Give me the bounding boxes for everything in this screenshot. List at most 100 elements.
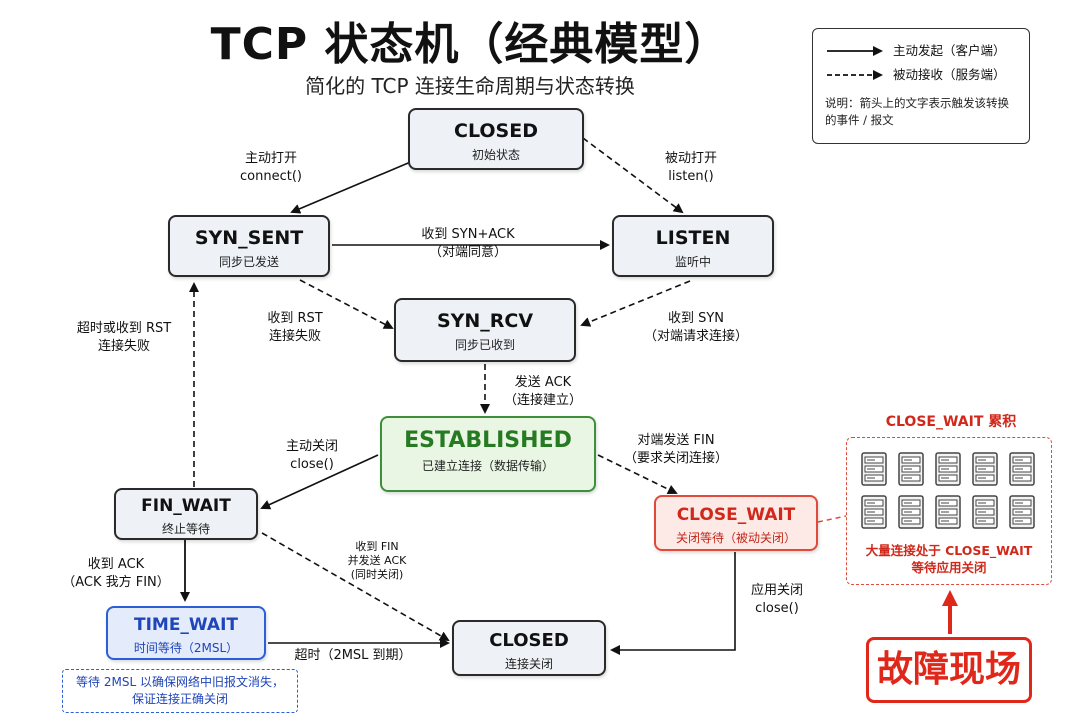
label-active-close: 主动关闭 close() — [272, 438, 352, 474]
server-icon — [1009, 495, 1035, 529]
server-icon — [972, 495, 998, 529]
legend-active-label: 主动发起（客户端） — [893, 43, 1006, 58]
label-recv-ack: 收到 ACK （ACK 我方 FIN） — [56, 556, 176, 592]
server-icon — [898, 452, 924, 486]
label-line: 被动打开 — [664, 151, 717, 166]
fault-scene-label: 故障现场 — [866, 637, 1032, 703]
state-name: FIN_WAIT — [141, 496, 231, 516]
label-line: 收到 FIN — [355, 540, 399, 553]
label-line: close() — [755, 601, 799, 616]
state-name: CLOSE_WAIT — [676, 505, 796, 525]
legend-passive: 被动接收（服务端） — [825, 63, 1017, 87]
state-listen: LISTEN 监听中 — [612, 215, 774, 277]
label-line: listen() — [668, 169, 714, 184]
state-closed-bottom: CLOSED 连接关闭 — [452, 620, 606, 676]
label-line: (同时关闭) — [350, 568, 404, 581]
state-time-wait: TIME_WAIT 时间等待（2MSL） — [106, 606, 266, 660]
arrow-peer-fin — [597, 454, 678, 494]
state-desc: 已建立连接（数据传输） — [421, 459, 554, 473]
label-active-open: 主动打开 connect() — [226, 150, 316, 186]
label-line: （对端请求连接） — [643, 329, 748, 344]
label-line: 连接失败 — [268, 329, 321, 344]
state-syn-sent: SYN_SENT 同步已发送 — [168, 215, 330, 277]
arrow-app-close — [610, 552, 736, 655]
solid-arrow-icon — [827, 46, 883, 56]
state-established: ESTABLISHED 已建立连接（数据传输） — [380, 416, 596, 492]
label-line: （ACK 我方 FIN） — [62, 575, 170, 590]
label-recv-rst: 收到 RST 连接失败 — [250, 310, 340, 346]
label-app-close: 应用关闭 close() — [742, 582, 812, 618]
label-line: 超时（2MSL 到期） — [294, 648, 412, 663]
accumulation-caption: 大量连接处于 CLOSE_WAIT 等待应用关闭 — [847, 542, 1051, 576]
legend-passive-label: 被动接收（服务端） — [893, 67, 1006, 82]
label-timeout-2msl: 超时（2MSL 到期） — [288, 647, 418, 665]
state-name: ESTABLISHED — [404, 428, 572, 453]
server-icon — [972, 452, 998, 486]
state-close-wait: CLOSE_WAIT 关闭等待（被动关闭） — [654, 495, 818, 551]
label-line: 对端发送 FIN — [637, 433, 715, 448]
server-icon — [935, 452, 961, 486]
note-line: 等待 2MSL 以确保网络中旧报文消失， — [76, 675, 284, 689]
state-desc: 初始状态 — [471, 148, 520, 162]
label-line: 主动关闭 — [285, 439, 338, 454]
arrow-passive-open — [582, 137, 684, 214]
label-line: （对端同意） — [428, 245, 507, 260]
server-icon — [861, 495, 887, 529]
state-name: TIME_WAIT — [133, 615, 239, 635]
label-recv-fin: 收到 FIN 并发送 ACK (同时关闭) — [332, 540, 422, 582]
label-recv-synack: 收到 SYN+ACK （对端同意） — [408, 226, 528, 262]
state-name: SYN_RCV — [436, 310, 534, 332]
label-line: 并发送 ACK — [347, 554, 407, 567]
state-name: SYN_SENT — [194, 227, 304, 249]
time-wait-note: 等待 2MSL 以确保网络中旧报文消失， 保证连接正确关闭 — [62, 669, 298, 713]
label-recv-syn: 收到 SYN （对端请求连接） — [636, 310, 756, 346]
page-subtitle: 简化的 TCP 连接生命周期与状态转换 — [305, 74, 635, 98]
note-line: 保证连接正确关闭 — [131, 692, 228, 706]
label-line: 收到 RST — [267, 311, 323, 326]
page-title: TCP 状态机（经典模型） — [210, 19, 730, 70]
dashed-arrow-icon — [827, 70, 883, 80]
server-icon — [1009, 452, 1035, 486]
state-name: CLOSED — [454, 120, 538, 142]
state-syn-rcv: SYN_RCV 同步已收到 — [394, 298, 576, 362]
state-desc: 关闭等待（被动关闭） — [675, 531, 796, 545]
label-line: 收到 SYN+ACK — [421, 227, 515, 242]
label-peer-fin: 对端发送 FIN （要求关闭连接） — [620, 432, 732, 468]
state-desc: 监听中 — [674, 255, 711, 269]
caption-line: 等待应用关闭 — [911, 560, 987, 575]
state-desc: 终止等待 — [161, 522, 210, 536]
arrow-active-open — [290, 157, 421, 214]
label-line: 超时或收到 RST — [76, 321, 172, 336]
label-send-ack: 发送 ACK （连接建立） — [498, 374, 588, 410]
server-icon — [898, 495, 924, 529]
state-closed-top: CLOSED 初始状态 — [408, 108, 584, 170]
label-line: 发送 ACK — [514, 375, 572, 390]
legend-note: 说明：箭头上的文字表示触发该转换的事件 / 报文 — [825, 96, 1009, 127]
state-desc: 同步已收到 — [454, 338, 515, 352]
label-line: close() — [290, 457, 334, 472]
label-line: 应用关闭 — [750, 583, 803, 598]
legend-active: 主动发起（客户端） — [825, 39, 1017, 63]
arrow-recv-fin — [261, 532, 450, 641]
arrow-recv-rst — [299, 279, 394, 329]
accumulation-box: 大量连接处于 CLOSE_WAIT 等待应用关闭 — [846, 437, 1052, 585]
caption-line: 大量连接处于 CLOSE_WAIT — [865, 543, 1033, 558]
label-line: （连接建立） — [503, 393, 582, 408]
label-line: 连接失败 — [97, 339, 150, 354]
accumulation-title: CLOSE_WAIT 累积 — [885, 414, 1017, 430]
legend: 主动发起（客户端） 被动接收（服务端） 说明：箭头上的文字表示触发该转换的事件 … — [812, 28, 1030, 144]
state-desc: 时间等待（2MSL） — [133, 641, 239, 655]
state-desc: 同步已发送 — [218, 255, 279, 269]
label-line: 主动打开 — [244, 151, 297, 166]
label-line: 收到 ACK — [87, 557, 145, 572]
state-desc: 连接关闭 — [504, 657, 553, 671]
label-line: 收到 SYN — [667, 311, 725, 326]
label-line: connect() — [240, 169, 302, 184]
state-fin-wait: FIN_WAIT 终止等待 — [114, 488, 258, 540]
state-name: LISTEN — [655, 227, 731, 249]
label-line: （要求关闭连接） — [623, 451, 728, 466]
label-timeout-rst: 超时或收到 RST 连接失败 — [66, 320, 182, 356]
server-icon — [935, 495, 961, 529]
